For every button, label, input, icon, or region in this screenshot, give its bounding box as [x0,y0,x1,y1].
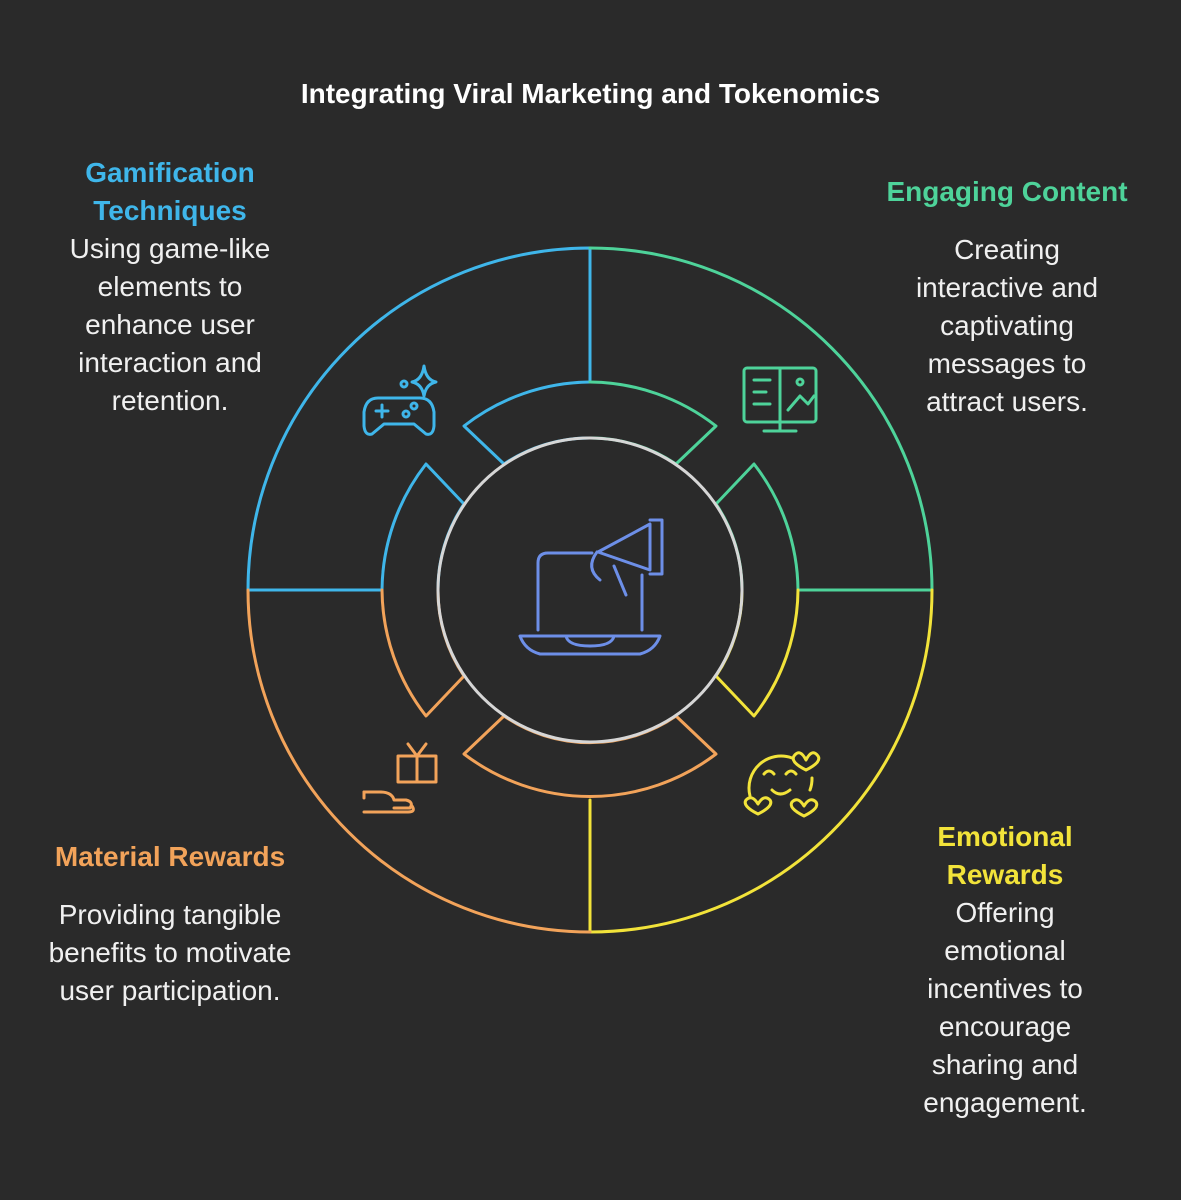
center-ring [436,436,744,744]
outer-quadrant-material [246,588,592,934]
emotional-rewards-block: Emotional Rewards Offering emotional inc… [900,818,1110,1122]
smiley-hearts-icon [743,751,821,818]
material-rewards-block: Material Rewards Providing tangible bene… [30,838,310,1010]
laptop-megaphone-icon [518,518,664,656]
diagram-title: Integrating Viral Marketing and Tokenomi… [300,78,881,109]
gamification-description: Using game-like elements to enhance user… [69,233,271,416]
material-rewards-description: Providing tangible benefits to motivate … [48,899,292,1006]
engaging-content-block: Engaging Content Creating interactive an… [872,173,1142,421]
outer-ring [246,246,934,934]
gift-hand-icon [362,742,438,814]
emotional-rewards-description: Offering emotional incentives to encoura… [923,897,1087,1118]
emotional-rewards-heading: Emotional Rewards [937,821,1073,890]
middle-ring [380,380,800,798]
material-rewards-heading: Material Rewards [54,841,286,872]
monitor-content-icon [742,366,818,433]
outer-quadrant-engaging [588,246,934,592]
middle-segment-bottom [462,714,718,798]
gamification-block: Gamification Techniques Using game-like … [50,154,290,420]
engaging-content-heading: Engaging Content [886,176,1128,207]
gamification-heading: Gamification Techniques [85,157,255,226]
gamepad-icon [362,364,438,436]
outer-quadrant-gamification [246,246,592,592]
outer-quadrant-emotional [588,588,934,934]
engaging-content-description: Creating interactive and captivating mes… [915,234,1099,417]
